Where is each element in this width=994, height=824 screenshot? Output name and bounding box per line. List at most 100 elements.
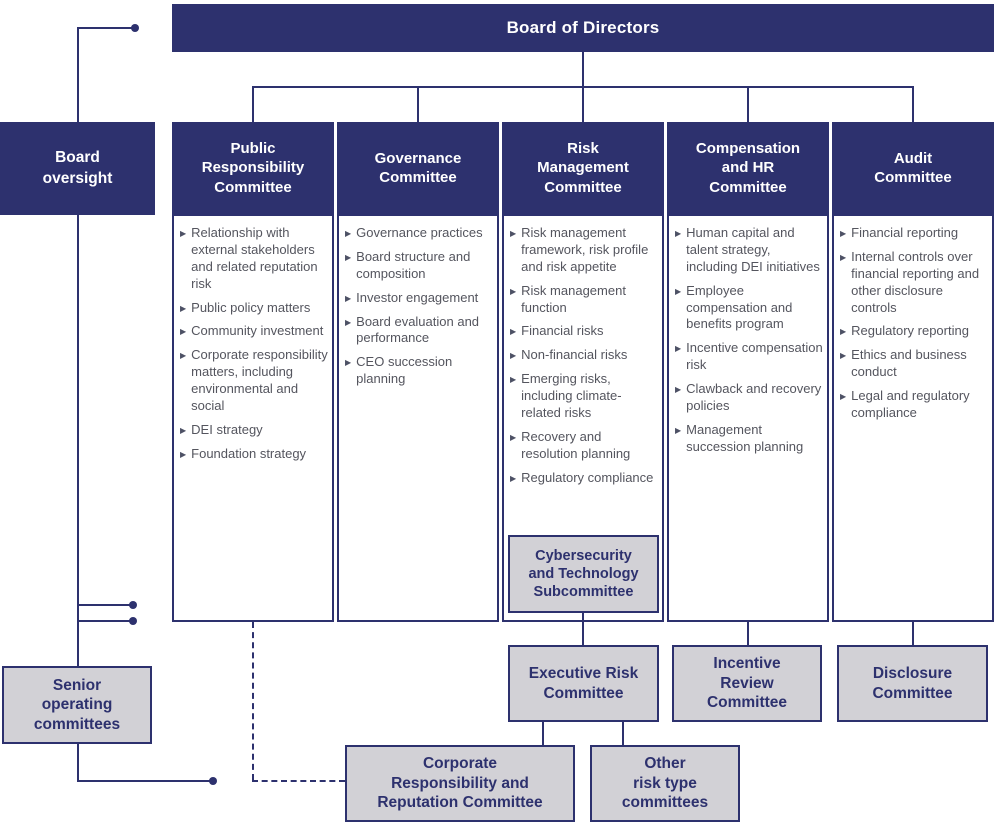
bullet-text: Incentive compensation risk (686, 340, 823, 373)
bullet-arrow-icon: ▶ (510, 375, 517, 385)
bullet-text: Governance practices (356, 225, 483, 240)
committee-bullet-item: ▶ Foundation strategy (180, 446, 329, 463)
bullet-text: Foundation strategy (191, 445, 307, 461)
connector-line (622, 720, 624, 745)
committee-bullet-item: ▶Ethics and business conduct (840, 347, 989, 381)
bullet-arrow-icon: ▶ (510, 286, 517, 296)
bullet-text: Community investment (191, 323, 324, 339)
bullet-text: Internal controls over financial reporti… (851, 248, 980, 315)
public-responsibility-committee-body: ▶ Relationship with external stakeholders… (172, 214, 334, 622)
bullet-text: Financial risks (521, 323, 604, 339)
bullet-text: CEO succession planning (356, 354, 453, 387)
committee-bullet-item: ▶ Regulatory compliance (510, 470, 659, 487)
committee-bullet-item: ▶Recovery and resolution planning (510, 429, 659, 463)
connector-line (582, 52, 584, 88)
bullet-text: Legal and regulatory compliance (851, 388, 970, 421)
bullet-arrow-icon: ▶ (840, 351, 847, 361)
connector-line (77, 744, 79, 782)
committee-bullet-item: ▶ Corporate responsibility matters, inclu… (180, 347, 329, 415)
connector-line (77, 215, 79, 666)
bullet-arrow-icon: ▶ (510, 432, 517, 442)
committee-bullet-item: ▶Financial reporting (840, 225, 989, 242)
committee-bullet-item: ▶ Community investment (180, 323, 329, 340)
bullet-arrow-icon: ▶ (180, 229, 187, 238)
bullet-text: Regulatory compliance (521, 469, 654, 485)
committee-bullet-item: ▶DEI strategy (180, 422, 329, 439)
bullet-arrow-icon: ▶ (675, 286, 682, 296)
bullet-arrow-icon: ▶ (675, 229, 682, 238)
corporate-responsibility-reputation-committee-box: Corporate Responsibility and Reputation … (345, 745, 575, 822)
committee-bullet-item: ▶Board evaluation and performance (345, 314, 494, 348)
board-of-directors-banner: Board of Directors (172, 4, 994, 52)
bullet-arrow-icon: ▶ (510, 327, 517, 337)
committee-bullet-item: ▶Risk management function (510, 283, 659, 317)
bullet-text: Emerging risks, including climate-relate… (521, 371, 622, 421)
bullet-arrow-icon: ▶ (840, 252, 847, 262)
committee-bullet-item: ▶ Regulatory reporting (840, 323, 989, 340)
compensation-hr-committee-body: ▶ Human capital and talent strategy, incl… (667, 214, 829, 622)
committee-bullet-item: ▶ Public policy matters (180, 300, 329, 317)
committee-bullet-item: ▶ Legal and regulatory compliance (840, 388, 989, 422)
bullet-arrow-icon: ▶ (675, 344, 682, 354)
connector-line (912, 86, 914, 122)
bullet-arrow-icon: ▶ (510, 473, 517, 483)
bullet-arrow-icon: ▶ (510, 351, 517, 361)
risk-management-committee-header: Risk Management Committee (502, 122, 664, 214)
bullet-text: Human capital and talent strategy, inclu… (686, 225, 820, 274)
bullet-arrow-icon: ▶ (345, 229, 352, 238)
cybersecurity-technology-subcommittee-box: Cybersecurity and Technology Subcommitte… (508, 535, 659, 613)
bullet-arrow-icon: ▶ (510, 229, 517, 238)
executive-risk-committee-box: Executive Risk Committee (508, 645, 659, 722)
committee-bullet-item: ▶Risk management framework, risk profile… (510, 225, 659, 276)
bullet-arrow-icon: ▶ (180, 449, 187, 459)
governance-committee-header: Governance Committee (337, 122, 499, 214)
connector-line (77, 780, 211, 782)
bullet-text: Employee compensation and benefits progr… (686, 282, 793, 332)
bullet-text: Relationship with external stakeholders … (191, 225, 318, 291)
connector-line (582, 86, 584, 122)
dashed-connector-line (252, 780, 345, 782)
bullet-arrow-icon: ▶ (345, 252, 352, 262)
bullet-text: Management succession planning (686, 421, 804, 454)
connector-line (77, 604, 131, 606)
compensation-hr-committee-header: Compensation and HR Committee (667, 122, 829, 214)
connector-line (747, 86, 749, 122)
connector-line (747, 622, 749, 645)
bullet-text: Board evaluation and performance (356, 313, 480, 346)
bullet-text: Regulatory reporting (851, 323, 969, 339)
connector-dot (131, 24, 139, 32)
board-oversight-box: Board oversight (0, 122, 155, 215)
bullet-list: ▶Financial reporting▶Internal controls o… (834, 216, 992, 422)
committee-bullet-item: ▶Investor engagement (345, 290, 494, 307)
committee-bullet-item: ▶ Incentive compensation risk (675, 340, 824, 374)
bullet-text: Financial reporting (851, 225, 959, 240)
bullet-arrow-icon: ▶ (180, 351, 187, 361)
committee-bullet-item: ▶Clawback and recovery policies (675, 381, 824, 415)
bullet-arrow-icon: ▶ (180, 327, 187, 337)
connector-line (582, 613, 584, 645)
committee-bullet-item: ▶Non-financial risks (510, 347, 659, 364)
bullet-arrow-icon: ▶ (180, 303, 187, 313)
connector-line (542, 720, 544, 745)
bullet-text: Public policy matters (191, 299, 311, 315)
senior-operating-committees-box: Senior operating committees (2, 666, 152, 744)
dashed-connector-line (252, 622, 254, 780)
bullet-arrow-icon: ▶ (180, 425, 187, 435)
committee-bullet-item: ▶ Governance practices (345, 225, 494, 242)
committee-bullet-item: ▶Board structure and composition (345, 249, 494, 283)
audit-committee-body: ▶Financial reporting▶Internal controls o… (832, 214, 994, 622)
committee-bullet-item: ▶ Relationship with external stakeholders… (180, 225, 329, 293)
bullet-text: Investor engagement (356, 289, 479, 305)
bullet-arrow-icon: ▶ (840, 392, 847, 402)
committee-bullet-item: ▶ Human capital and talent strategy, incl… (675, 225, 824, 276)
governance-committee-body: ▶ Governance practices ▶Board structure an… (337, 214, 499, 622)
bullet-list: ▶ Human capital and talent strategy, incl… (669, 216, 827, 456)
committee-bullet-item: ▶ Internal controls over financial report… (840, 249, 989, 317)
bullet-arrow-icon: ▶ (840, 327, 847, 337)
committee-bullet-item: ▶CEO succession planning (345, 354, 494, 388)
bullet-list: ▶ Governance practices ▶Board structure an… (339, 216, 497, 388)
bullet-text: Corporate responsibility matters, includ… (191, 347, 328, 414)
incentive-review-committee-box: Incentive Review Committee (672, 645, 822, 722)
connector-dot (129, 617, 137, 625)
